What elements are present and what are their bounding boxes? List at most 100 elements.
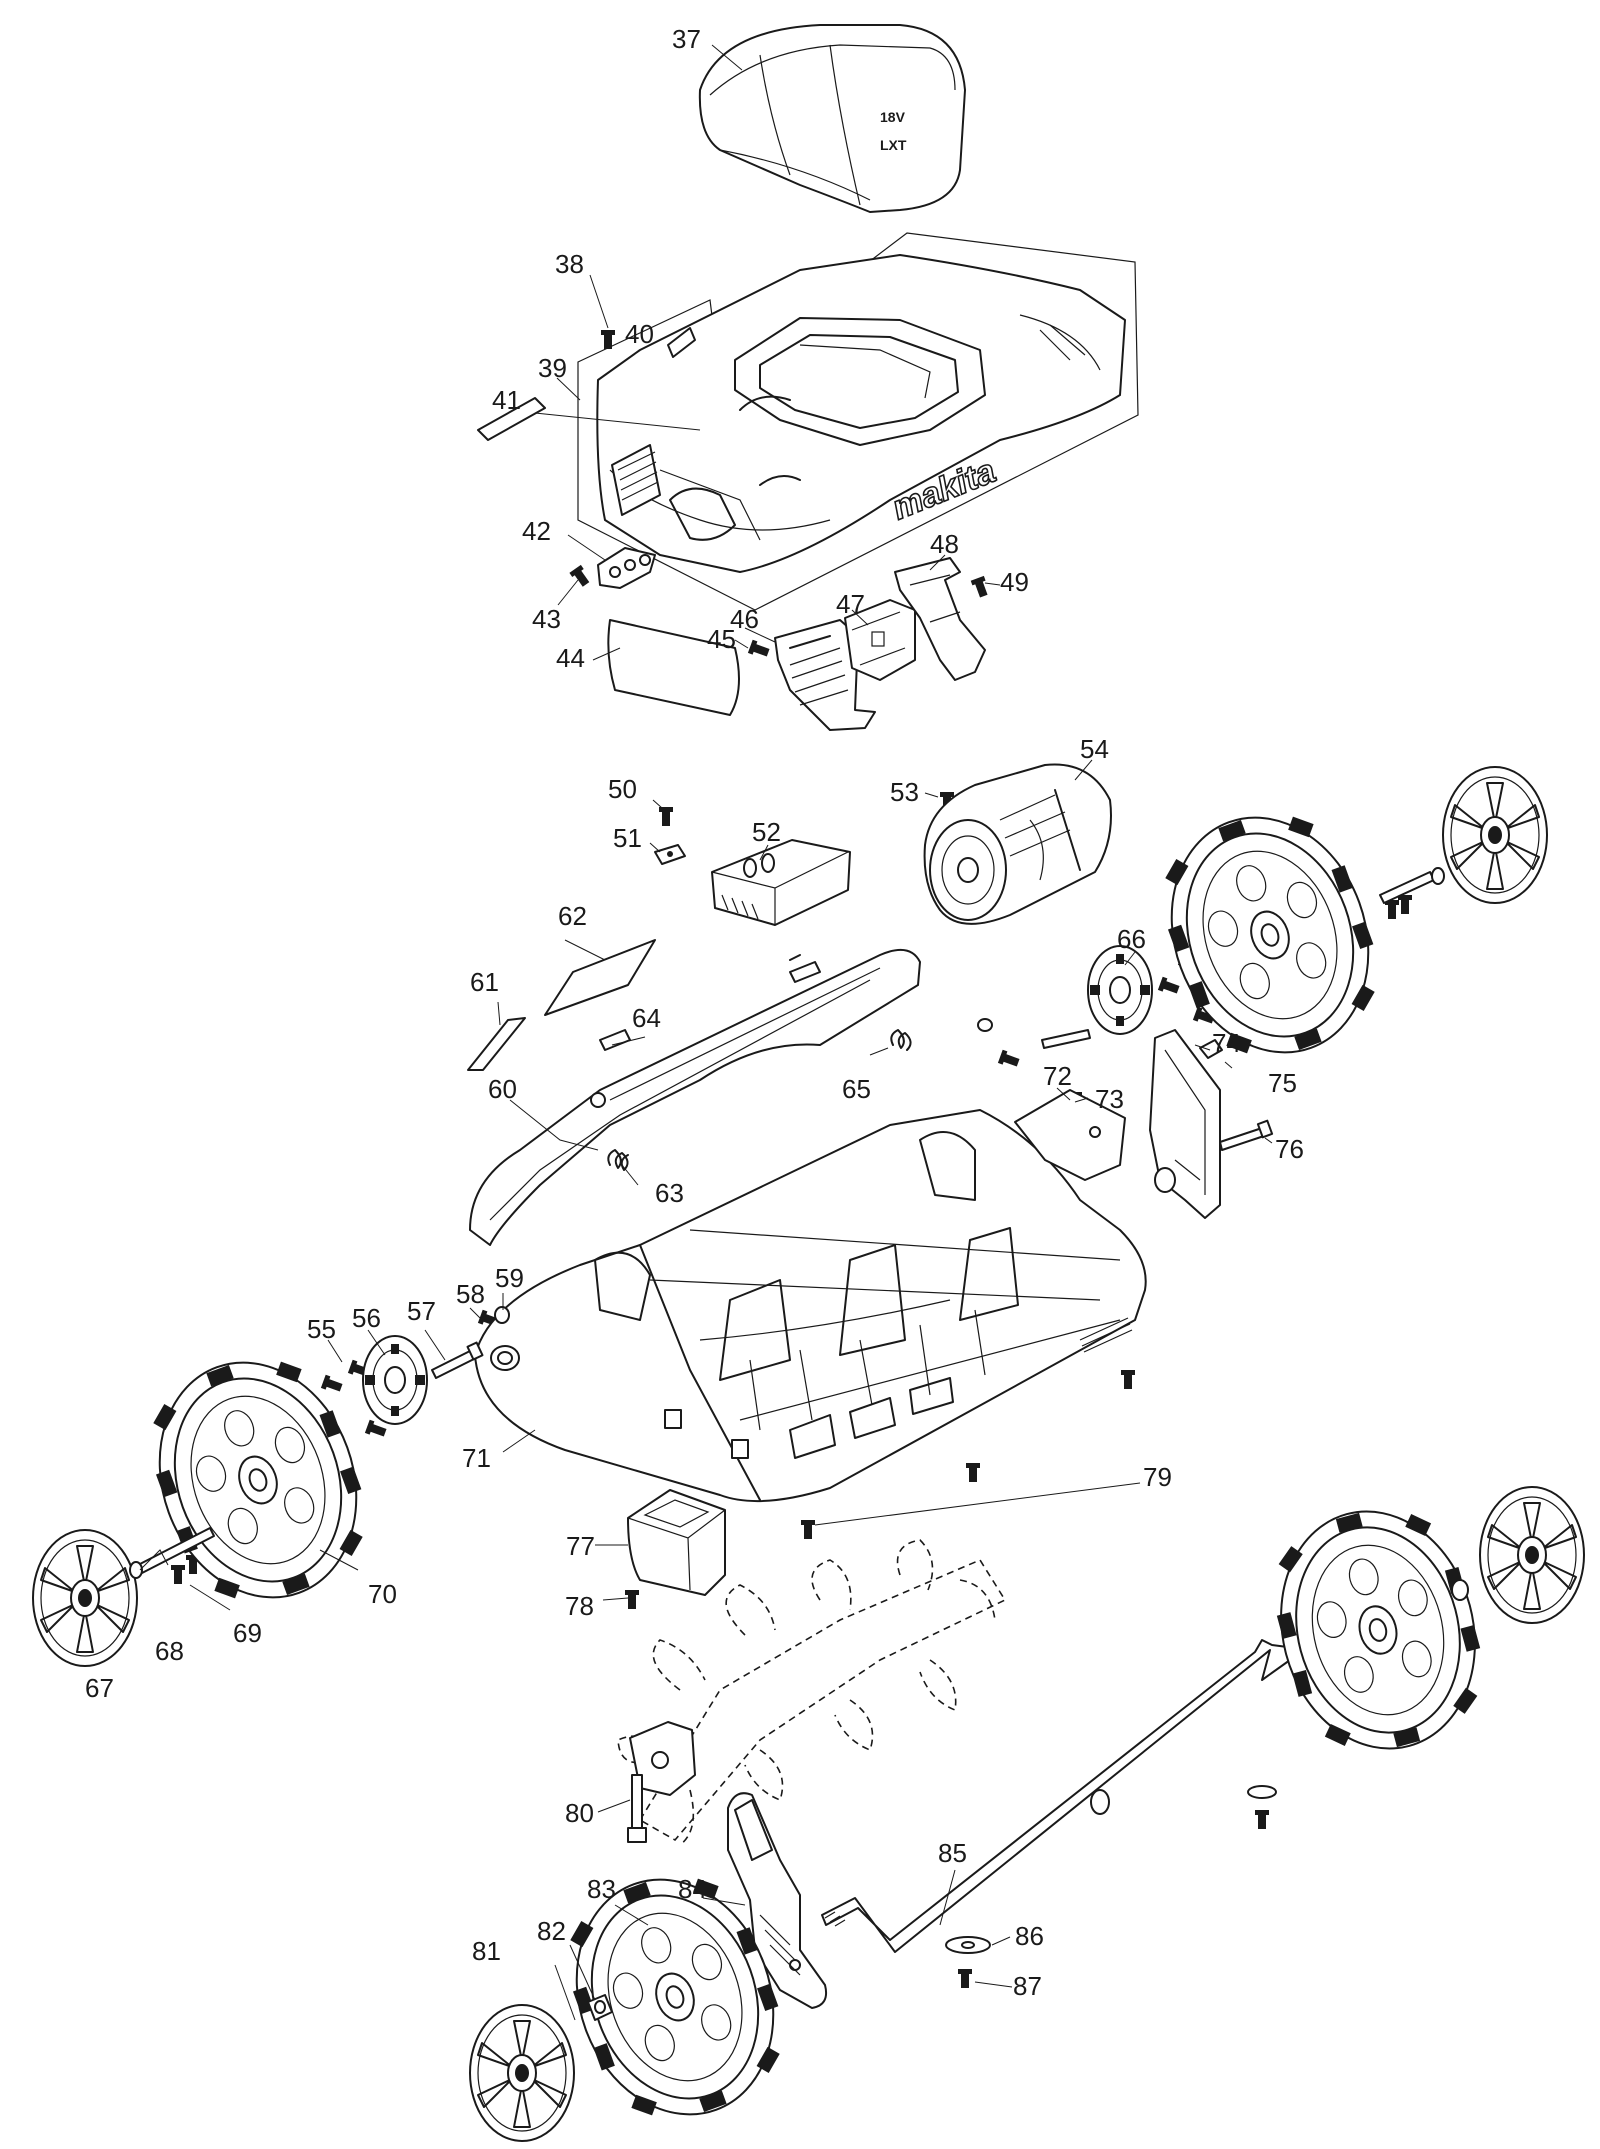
crank-axle-85 [821,1639,1296,1953]
label-84: 84 [678,1874,707,1904]
part-labels: 37 38 39 40 41 42 43 44 45 46 47 48 49 5… [85,24,1304,2001]
axle-pin-upper-right [1379,867,1445,904]
label-68: 68 [155,1636,184,1666]
label-41: 41 [492,385,521,415]
lever-84 [727,1792,828,2009]
screw-78 [625,1590,639,1609]
label-69: 69 [233,1618,262,1648]
label-58: 58 [456,1279,485,1309]
svg-text:LXT: LXT [880,137,907,153]
label-38: 38 [555,249,584,279]
label-56: 56 [352,1303,381,1333]
label-37: 37 [672,24,701,54]
switch-button-42 [597,547,656,589]
label-66: 66 [1117,924,1146,954]
label-67: 67 [85,1673,114,1703]
label-46: 46 [730,604,759,634]
label-80: 80 [565,1798,594,1828]
plate-72 [1014,1089,1126,1181]
label-40: 40 [625,319,654,349]
label-63: 63 [655,1178,684,1208]
label-71: 71 [462,1443,491,1473]
label-39: 39 [538,353,567,383]
label-74: 74 [1212,1028,1241,1058]
label-57: 57 [407,1296,436,1326]
label-44: 44 [556,643,585,673]
label-62: 62 [558,901,587,931]
label-40-part [667,327,696,358]
label-53: 53 [890,777,919,807]
axle-pin-68 [129,1527,215,1579]
label-52: 52 [752,817,781,847]
screw-49 [970,575,991,599]
terminal-bracket-48 [894,557,986,681]
washer-86 [945,1936,991,1954]
washer-59 [494,1306,510,1324]
label-61: 61 [470,967,499,997]
holder-77 [627,1489,726,1596]
handle-bar-60 [469,948,921,1246]
axle-bolt-57 [431,1341,484,1379]
washer-lower-right [1247,1785,1277,1799]
wheel-70 [126,1333,390,1627]
label-81: 81 [472,1936,501,1966]
panel-44 [607,619,740,716]
nut-lower-right [1451,1579,1469,1601]
lower-deck-71 [474,1109,1147,1503]
label-64: 64 [632,1003,661,1033]
hubcap-lower-right [1479,1486,1585,1624]
bracket-74 [1149,1029,1223,1219]
label-72: 72 [1043,1061,1072,1091]
hub-plate-66 [1087,945,1153,1035]
spring-63 [607,1149,629,1171]
label-51: 51 [613,823,642,853]
upper-housing: makita [577,232,1139,611]
pin-64 [599,961,821,1051]
label-87: 87 [1013,1971,1042,2001]
screw-87 [958,1969,972,1988]
battery-cover: 18V LXT [698,24,966,213]
label-70: 70 [368,1579,397,1609]
motor-54 [923,763,1112,925]
label-60: 60 [488,1074,517,1104]
wheel-lower-right [1254,1488,1502,1772]
label-43: 43 [532,604,561,634]
label-54: 54 [1080,734,1109,764]
svg-text:18V: 18V [880,109,906,125]
hubcap-upper-right [1442,766,1548,904]
label-65: 65 [842,1074,871,1104]
hubcap-67 [32,1529,138,1667]
label-75: 75 [1268,1068,1297,1098]
screw-50 [659,807,673,826]
clip-51 [654,844,686,865]
label-45: 45 [707,624,736,654]
label-49: 49 [1000,567,1029,597]
label-77: 77 [566,1531,595,1561]
label-83: 83 [587,1874,616,1904]
spring-65 [890,1029,912,1051]
label-76: 76 [1275,1134,1304,1164]
axle-bolt-66 [977,1018,1091,1049]
bolt-76 [1219,1119,1274,1151]
screw-45 [747,639,771,660]
label-73: 73 [1095,1084,1124,1114]
label-47: 47 [836,589,865,619]
label-79: 79 [1143,1462,1172,1492]
label-86: 86 [1015,1921,1044,1951]
label-55: 55 [307,1314,336,1344]
label-59: 59 [495,1263,524,1293]
label-85: 85 [938,1838,967,1868]
bearing-bracket-80 [627,1721,696,1843]
connector-block-52 [711,839,851,926]
label-78: 78 [565,1591,594,1621]
label-62-part [544,939,656,1016]
label-41-part [477,397,546,441]
leader-lines [139,44,1273,2021]
nut-82 [587,1994,613,2021]
hub-plate-56 [362,1335,428,1425]
hubcap-81 [469,2004,575,2142]
label-61-part [467,1017,526,1071]
label-48: 48 [930,529,959,559]
label-50: 50 [608,774,637,804]
